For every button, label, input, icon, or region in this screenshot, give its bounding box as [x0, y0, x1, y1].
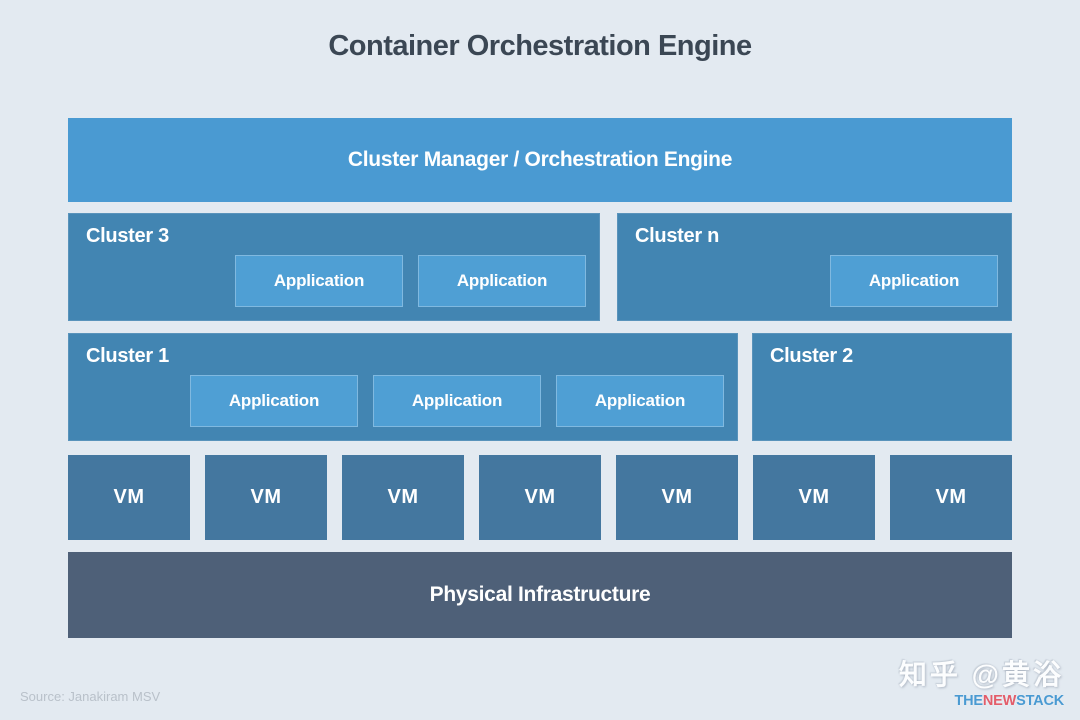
- zhihu-watermark: 知乎 @黄浴: [898, 659, 1064, 690]
- page-title: Container Orchestration Engine: [328, 30, 752, 62]
- cluster-1-application-row: Application Application Application: [190, 375, 724, 427]
- cluster-box-2: Cluster 2: [752, 333, 1012, 441]
- vm-label: VM: [798, 486, 830, 508]
- cluster-box-n: Cluster n Application: [617, 213, 1012, 321]
- application-box: Application: [830, 255, 998, 307]
- application-label: Application: [228, 391, 320, 410]
- application-label: Application: [411, 391, 503, 410]
- vm-box: VM: [753, 455, 875, 540]
- vm-box: VM: [68, 455, 190, 540]
- physical-infrastructure-bar: Physical Infrastructure: [68, 552, 1012, 638]
- vm-box: VM: [205, 455, 327, 540]
- application-label: Application: [594, 391, 686, 410]
- vm-label: VM: [113, 486, 145, 508]
- logo-new: NEW: [982, 693, 1017, 709]
- application-label: Application: [868, 271, 960, 290]
- cluster-manager-label: Cluster Manager / Orchestration Engine: [347, 148, 733, 171]
- vm-box: VM: [342, 455, 464, 540]
- cluster-3-label: Cluster 3: [86, 225, 169, 247]
- application-label: Application: [456, 271, 548, 290]
- vm-label: VM: [524, 486, 556, 508]
- vm-box: VM: [479, 455, 601, 540]
- cluster-1-label: Cluster 1: [86, 345, 169, 367]
- application-label: Application: [273, 271, 365, 290]
- vm-box: VM: [616, 455, 738, 540]
- application-box: Application: [556, 375, 724, 427]
- vm-label: VM: [387, 486, 419, 508]
- vm-label: VM: [935, 486, 967, 508]
- application-box: Application: [373, 375, 541, 427]
- cluster-n-label: Cluster n: [635, 225, 719, 247]
- application-box: Application: [235, 255, 403, 307]
- cluster-2-label: Cluster 2: [770, 345, 853, 367]
- logo-stack: STACK: [1016, 693, 1064, 709]
- cluster-3-application-row: Application Application: [235, 255, 586, 307]
- application-box: Application: [418, 255, 586, 307]
- thenewstack-logo: THENEWSTACK: [954, 693, 1064, 709]
- vm-label: VM: [250, 486, 282, 508]
- application-box: Application: [190, 375, 358, 427]
- cluster-n-application-row: Application: [830, 255, 998, 307]
- source-credit: Source: Janakiram MSV: [20, 689, 161, 704]
- cluster-box-1: Cluster 1 Application Application Applic…: [68, 333, 738, 441]
- physical-infrastructure-label: Physical Infrastructure: [429, 583, 651, 606]
- cluster-box-3: Cluster 3 Application Application: [68, 213, 600, 321]
- logo-the: THE: [954, 693, 983, 709]
- vm-row: VM VM VM VM VM VM VM: [68, 455, 1012, 540]
- cluster-manager-bar: Cluster Manager / Orchestration Engine: [68, 118, 1012, 202]
- vm-label: VM: [661, 486, 693, 508]
- vm-box: VM: [890, 455, 1012, 540]
